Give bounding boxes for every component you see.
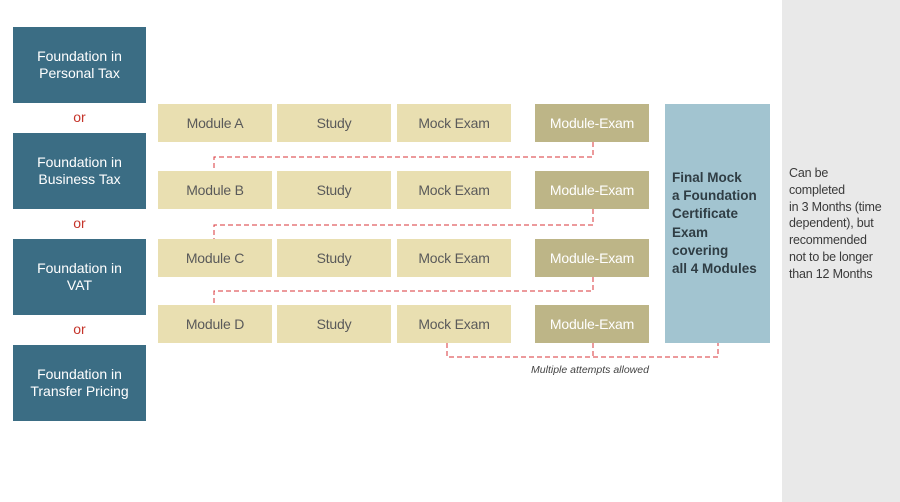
attempts-note: Multiple attempts allowed: [531, 364, 649, 376]
foundation-business-tax: Foundation in Business Tax: [13, 133, 146, 209]
module-exam-step: Module-Exam: [535, 171, 649, 209]
final-mock-exam: Final Mock a Foundation Certificate Exam…: [665, 104, 770, 343]
mock-exam-step: Mock Exam: [397, 171, 511, 209]
study-step: Study: [277, 104, 391, 142]
connector-a-b: [213, 142, 594, 171]
module-b-step: Module B: [158, 171, 272, 209]
study-step: Study: [277, 305, 391, 343]
or-label: or: [73, 321, 86, 337]
or-label: or: [73, 215, 86, 231]
module-exam-step: Module-Exam: [535, 239, 649, 277]
duration-note: Can be completed in 3 Months (time depen…: [789, 166, 882, 281]
module-exam-step: Module-Exam: [535, 305, 649, 343]
mock-exam-step: Mock Exam: [397, 104, 511, 142]
final-mock-exam-label: Final Mock a Foundation Certificate Exam…: [672, 169, 757, 276]
connector-b-c: [213, 209, 594, 239]
study-step: Study: [277, 239, 391, 277]
foundation-personal-tax: Foundation in Personal Tax: [13, 27, 146, 103]
module-d-step: Module D: [158, 305, 272, 343]
module-c-step: Module C: [158, 239, 272, 277]
module-a-step: Module A: [158, 104, 272, 142]
module-exam-step: Module-Exam: [535, 104, 649, 142]
mock-exam-step: Mock Exam: [397, 305, 511, 343]
connector-retry: [446, 343, 719, 358]
connector-c-d: [213, 277, 594, 305]
foundation-transfer-pricing: Foundation in Transfer Pricing: [13, 345, 146, 421]
mock-exam-step: Mock Exam: [397, 239, 511, 277]
study-step: Study: [277, 171, 391, 209]
or-label: or: [73, 109, 86, 125]
foundation-vat: Foundation in VAT: [13, 239, 146, 315]
sidebar-panel: [782, 0, 900, 502]
